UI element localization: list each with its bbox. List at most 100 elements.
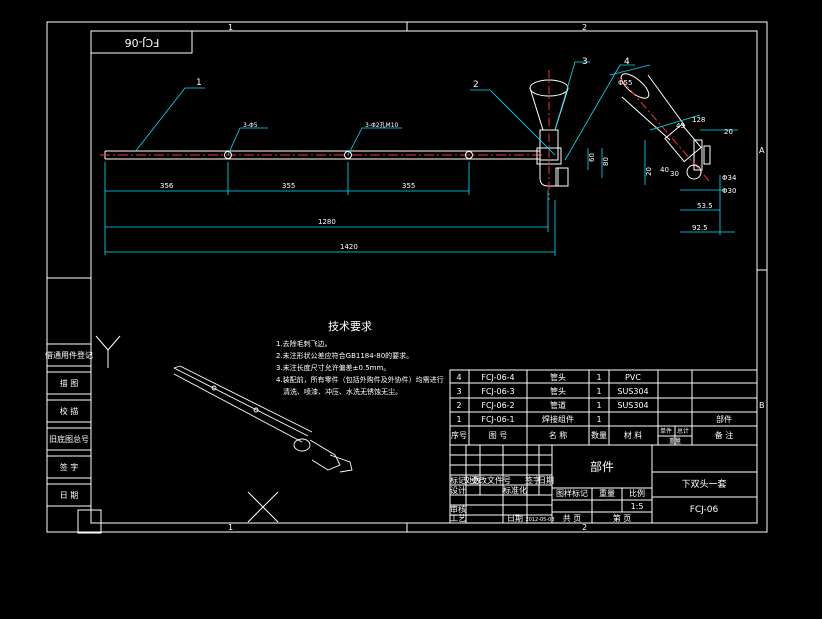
bom-row-1-name: 管头 <box>550 372 566 382</box>
tb-stage: 图样标记 <box>556 488 588 498</box>
dim-phi34: Φ34 <box>722 174 737 182</box>
dim-45: 45 <box>676 122 685 130</box>
zone-label-bottom-1: 1 <box>228 523 233 532</box>
dim-30: 30 <box>670 170 679 178</box>
bom-header-total: 总计 <box>677 427 689 435</box>
bom-row-3-material: SUS304 <box>617 401 648 410</box>
left-strip-2: 描 图 <box>60 378 79 388</box>
dim-20b: 20 <box>645 167 653 176</box>
axis-markers <box>95 335 279 523</box>
bom-header-weight: 重量 <box>669 437 681 445</box>
hole-2 <box>344 151 352 159</box>
tech-line-1: 1.去除毛刺飞边。 <box>276 339 332 348</box>
tb-weight: 重量 <box>599 488 615 498</box>
hole-note-1: 3-Φ5 <box>243 122 258 129</box>
callout-3: 3 <box>582 57 588 67</box>
tb-drawing-no: FCJ-06 <box>690 505 719 515</box>
code-box <box>90 30 193 54</box>
tech-line-2: 2.未注形状公差应符合GB1184-80的要求。 <box>276 351 413 360</box>
tb-review: 审核 <box>450 504 466 514</box>
bom-row-2-material: SUS304 <box>617 387 648 396</box>
tb-assembly: 部件 <box>590 459 614 474</box>
tb-sheet: 第 页 <box>613 513 632 523</box>
bom-header-code: 图 号 <box>489 431 508 440</box>
bom-row-3-no: 2 <box>456 401 461 410</box>
tech-line-4: 4.装配前，所有零件（包括外购件及外协件）均需进行 <box>276 375 444 384</box>
bom-row-3-qty: 1 <box>596 401 601 410</box>
bom-row-4-qty: 1 <box>596 415 601 424</box>
bom-header-material: 材 料 <box>624 430 643 440</box>
callout-4: 4 <box>624 57 630 67</box>
outer-frame <box>46 21 768 533</box>
bom-parts-label: 部件 <box>716 414 732 424</box>
mark-2: 处数 <box>465 475 481 485</box>
mark-3: 更改文件号 <box>471 475 511 485</box>
left-strip-3: 校 描 <box>60 406 79 416</box>
zone-label-top-2: 2 <box>582 23 587 32</box>
tb-total-sheets: 共 页 <box>563 514 582 523</box>
detail-view <box>619 73 711 183</box>
bom-row-4-code: FCJ-06-1 <box>481 415 514 424</box>
detail-dimension-lines <box>609 64 738 235</box>
dim-phi30: Φ30 <box>722 187 736 195</box>
zone-ticks <box>406 22 767 532</box>
bom-row-2-code: FCJ-06-3 <box>481 387 514 396</box>
zone-label-top-1: 1 <box>228 23 233 32</box>
callout-leaders <box>134 61 635 161</box>
dim-seg2: 355 <box>282 182 295 190</box>
dim-height2: 80 <box>602 157 610 166</box>
inner-frame <box>90 30 758 524</box>
dim-53-5: 53.5 <box>697 202 713 210</box>
hole-note-2: 3-Φ2孔M10 <box>365 121 399 129</box>
dim-128: 128 <box>692 116 705 124</box>
tb-std: 标准化 <box>503 485 527 495</box>
isometric-view <box>173 365 353 473</box>
title-block <box>449 444 758 524</box>
bom-header-no: 序号 <box>451 430 467 440</box>
code-box-label: FCJ-06 <box>125 36 160 49</box>
hole-1 <box>224 151 232 159</box>
bom-row-1-qty: 1 <box>596 373 601 382</box>
dim-total1: 1280 <box>318 218 336 226</box>
bom-row-3-code: FCJ-06-2 <box>481 401 514 410</box>
mark-1: 标记 <box>450 475 466 485</box>
callout-1: 1 <box>196 78 202 88</box>
dim-92-5: 92.5 <box>692 224 708 232</box>
mark-5: 日期 <box>538 476 554 485</box>
left-strip <box>46 277 102 534</box>
bom-row-1-code: FCJ-06-4 <box>481 373 514 382</box>
hole-note-leaders <box>227 127 402 156</box>
zone-label-right-b: B <box>759 401 765 410</box>
bom-row-4-no: 1 <box>456 415 461 424</box>
tb-craft: 工艺 <box>450 514 466 523</box>
tb-design: 设计 <box>450 485 466 495</box>
callout-2: 2 <box>473 80 479 90</box>
hole-3 <box>465 151 473 159</box>
bom-row-3-name: 管道 <box>550 400 566 410</box>
bom-row-4-name: 焊接组件 <box>542 414 574 424</box>
dim-total2: 1420 <box>340 243 358 251</box>
zone-label-bottom-2: 2 <box>582 523 587 532</box>
bom-row-2-qty: 1 <box>596 387 601 396</box>
mark-4: 签字 <box>525 475 541 485</box>
main-dimension-lines <box>104 148 603 256</box>
zone-label-right-a: A <box>759 146 765 155</box>
tech-line-3: 3.未注长度尺寸允许偏差±0.5mm。 <box>276 363 390 372</box>
main-pipe <box>100 150 545 160</box>
tb-date-value: 2012-05-08 <box>525 517 554 523</box>
left-strip-5: 签 字 <box>60 462 79 472</box>
dim-seg1: 356 <box>160 182 174 190</box>
dim-20a: 20 <box>724 128 733 136</box>
bom-row-2-name: 管头 <box>550 386 566 396</box>
bom-row-1-material: PVC <box>625 373 641 382</box>
left-strip-1: 借通用件登记 <box>45 350 93 360</box>
nozzle-assembly <box>529 70 569 200</box>
bom-table <box>449 369 758 446</box>
tb-scale-value: 1:5 <box>631 502 644 511</box>
bom-header-qty: 数量 <box>591 430 607 440</box>
left-strip-4: 旧底图总号 <box>49 434 89 444</box>
tb-scale: 比例 <box>629 488 645 498</box>
dim-height1: 60 <box>588 153 596 162</box>
bom-header-name: 名 称 <box>549 430 568 440</box>
